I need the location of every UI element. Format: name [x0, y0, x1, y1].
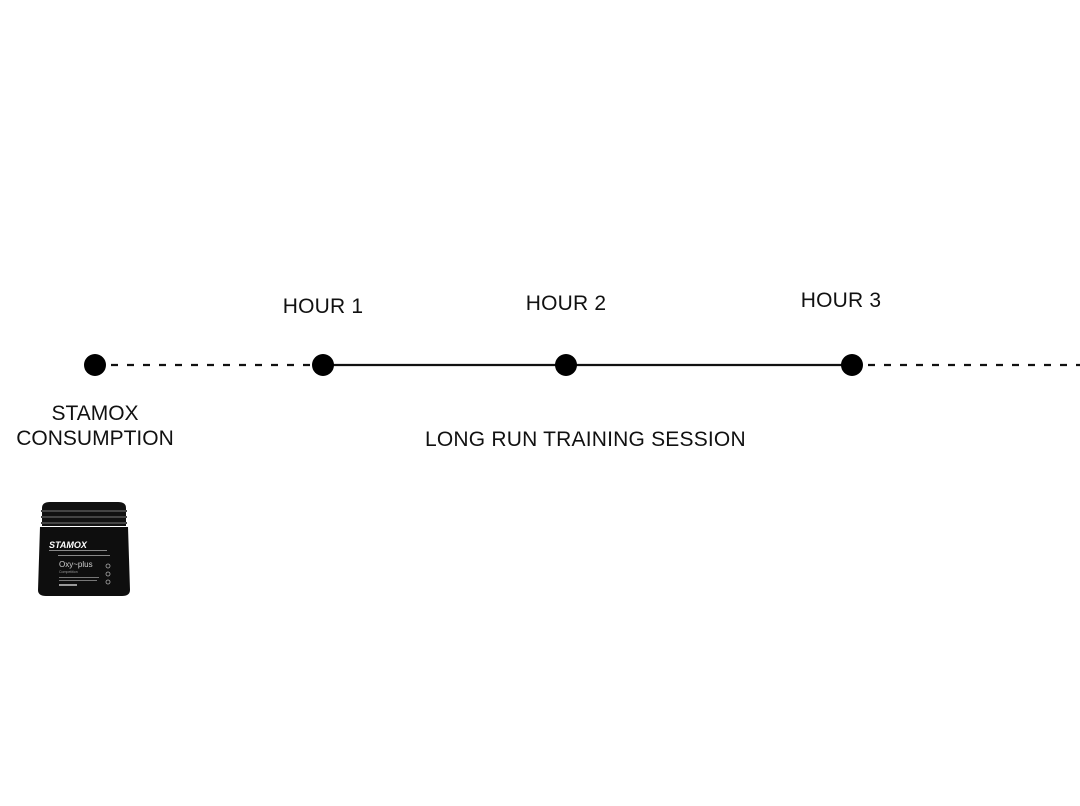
- timeline-dot-hour-3: [841, 354, 863, 376]
- session-label: LONG RUN TRAINING SESSION: [425, 428, 746, 451]
- jar-product-subtitle: Competition: [59, 570, 78, 574]
- consumption-label-line-1: STAMOX: [51, 402, 139, 425]
- stamox-product-jar: STAMOX Oxy~plus Competition: [38, 502, 130, 596]
- hour-3-label: HOUR 3: [800, 289, 882, 312]
- hour-2-label: HOUR 2: [525, 292, 607, 315]
- timeline-dot-hour-2: [555, 354, 577, 376]
- hour-1-label: HOUR 1: [282, 295, 364, 318]
- jar-brand-text: STAMOX: [49, 540, 88, 550]
- jar-product-name: Oxy~plus: [59, 560, 93, 569]
- timeline-dot-hour-1: [312, 354, 334, 376]
- timeline-dot-start: [84, 354, 106, 376]
- stamox-consumption-label: STAMOX CONSUMPTION: [16, 401, 174, 451]
- consumption-label-line-2: CONSUMPTION: [16, 427, 174, 450]
